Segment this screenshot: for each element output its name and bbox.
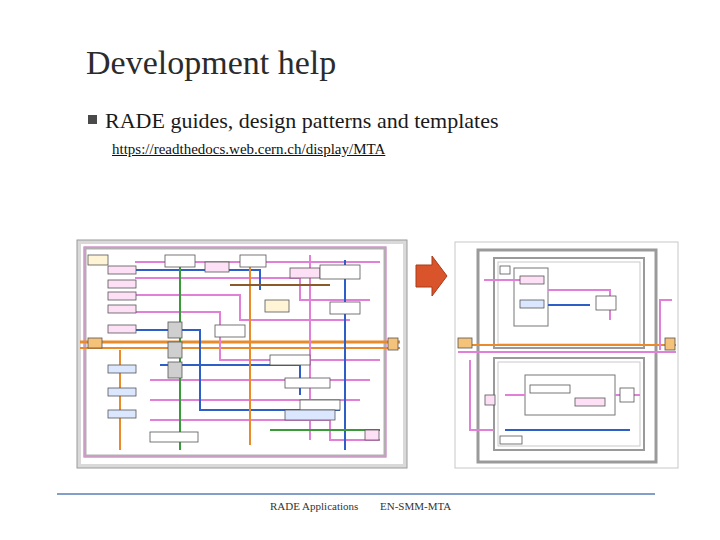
bullet-marker	[88, 115, 97, 124]
labview-diagram-after	[455, 242, 678, 468]
slide-title: Development help	[86, 44, 336, 82]
footer-text: EN-SMM-MTA	[380, 500, 451, 512]
footer-text: RADE Applications	[270, 500, 358, 512]
footer-rule	[57, 493, 655, 495]
transition-arrow	[416, 256, 447, 296]
labview-diagram-before	[77, 240, 407, 468]
link-url: https://readthedocs.web.cern.ch/display/…	[112, 141, 385, 158]
bullet-text: RADE guides, design patterns and templat…	[105, 108, 498, 134]
